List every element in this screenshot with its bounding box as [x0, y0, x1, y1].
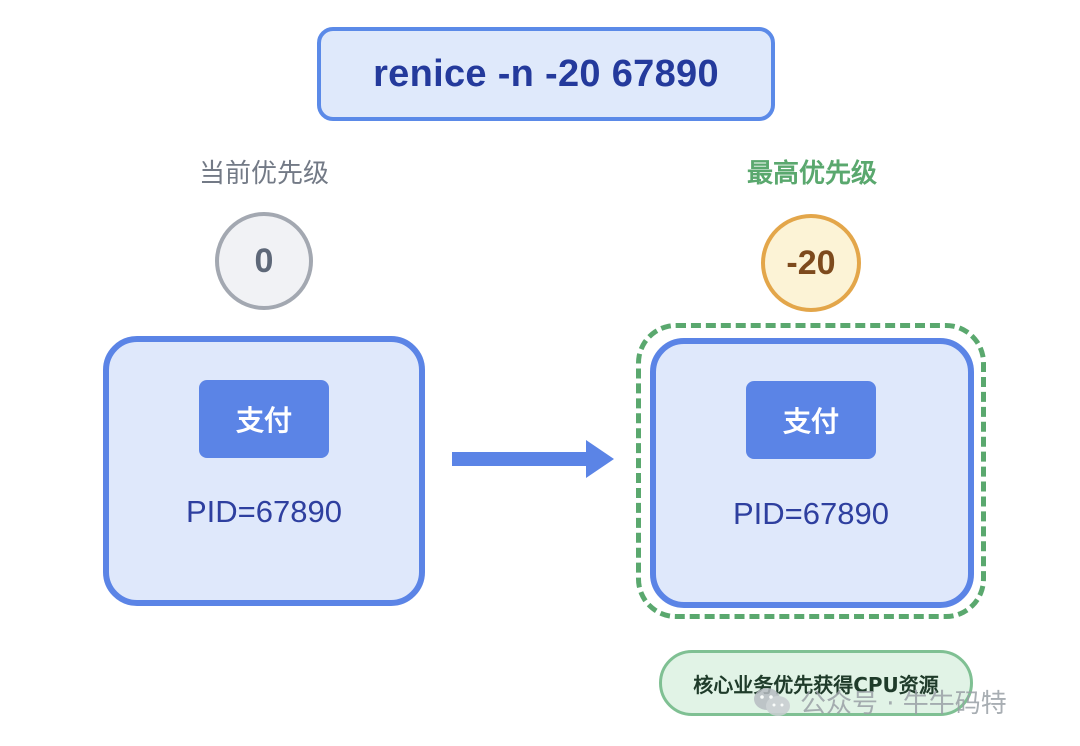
highest-priority-badge: -20 — [761, 214, 861, 312]
current-priority-badge: 0 — [215, 212, 313, 310]
wechat-icon — [754, 687, 790, 716]
note-pill: 核心业务优先获得CPU资源 — [659, 650, 973, 716]
transition-arrow-icon — [452, 440, 614, 478]
watermark: 公众号 · 牛牛码特 — [752, 683, 1007, 720]
process-box-after — [650, 338, 974, 608]
command-box: renice -n -20 67890 — [317, 27, 775, 121]
highlight-dashed-outline — [636, 323, 986, 619]
current-priority-value: 0 — [254, 241, 274, 280]
highest-priority-label: 最高优先级 — [746, 159, 877, 189]
current-priority-label: 当前优先级 — [198, 159, 329, 189]
process-tag-before: 支付 — [199, 380, 329, 458]
process-pid-before: PID=67890 — [186, 494, 342, 529]
watermark-text: 公众号 · 牛牛码特 — [800, 689, 1007, 719]
process-pid-after: PID=67890 — [733, 496, 889, 531]
command-text: renice -n -20 67890 — [373, 52, 719, 95]
note-text: 核心业务优先获得CPU资源 — [693, 672, 939, 697]
process-box-before — [103, 336, 425, 606]
highest-priority-value: -20 — [786, 243, 836, 282]
process-tag-after: 支付 — [746, 381, 876, 459]
